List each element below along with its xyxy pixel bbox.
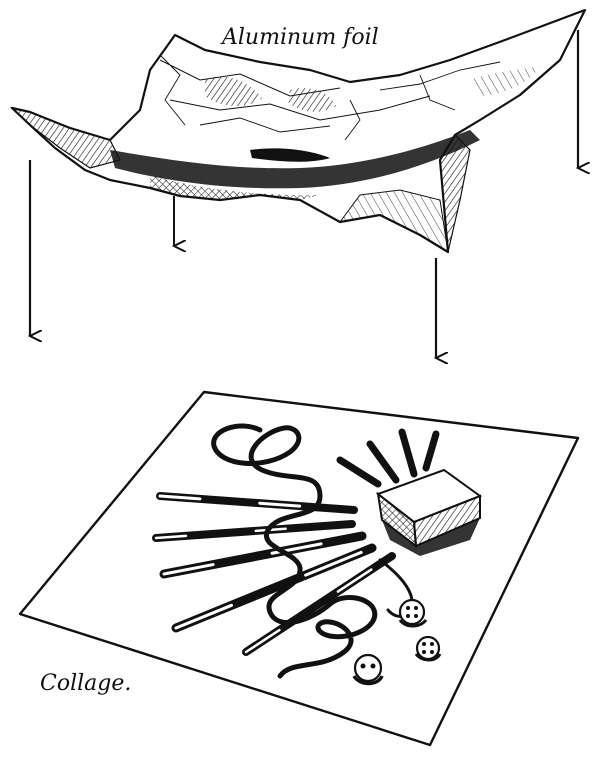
button-2 [416,637,440,660]
collage-label: Collage. [40,671,131,696]
button-3 [354,655,382,684]
button-1 [400,600,426,626]
aluminum-foil-label: Aluminum foil [220,25,379,50]
